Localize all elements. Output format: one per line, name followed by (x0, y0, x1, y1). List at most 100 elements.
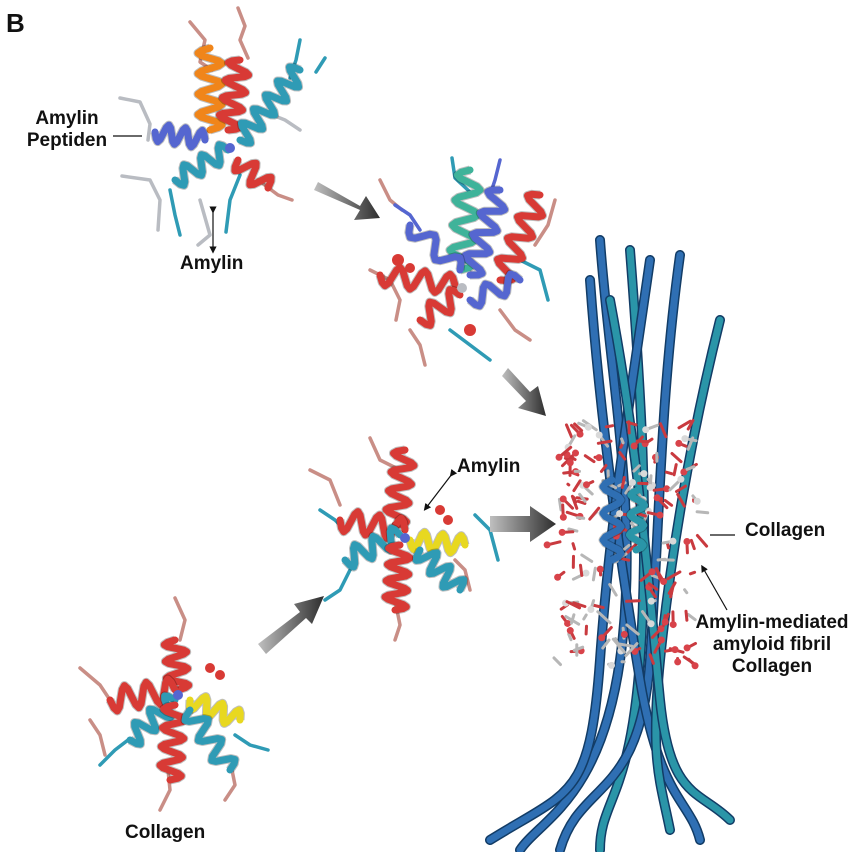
coil (173, 596, 187, 642)
bond (648, 653, 655, 665)
atom (598, 634, 606, 642)
atom (648, 568, 656, 576)
atom (405, 263, 415, 273)
atom (642, 426, 650, 434)
bond (622, 543, 631, 551)
label-amylin-top: Amylin (180, 253, 244, 274)
atom (400, 533, 410, 543)
red-helix (214, 55, 254, 135)
fibril-inner-helix (625, 485, 649, 555)
bond (617, 642, 634, 648)
atom (554, 573, 562, 581)
bond (677, 419, 692, 430)
coil (196, 198, 212, 247)
amylin-collagen-bundle-mid (308, 436, 500, 642)
bond (632, 464, 641, 473)
bond (596, 439, 613, 445)
atom (564, 619, 572, 627)
yellow-helix (405, 527, 470, 558)
bond (670, 452, 683, 464)
atom (674, 658, 682, 666)
bond (663, 498, 674, 507)
red-helix (380, 540, 415, 615)
yellow-helix (185, 692, 245, 728)
bond (583, 454, 596, 464)
bond (582, 613, 588, 621)
coil (118, 96, 152, 142)
atom (435, 505, 445, 515)
coil (323, 568, 352, 602)
atom (691, 662, 699, 670)
coil (168, 188, 182, 237)
atom (595, 454, 603, 462)
bond (667, 581, 677, 595)
atom (215, 670, 225, 680)
teal-helix (341, 523, 404, 572)
coil (368, 436, 402, 472)
bond (620, 557, 631, 562)
atom (657, 636, 665, 644)
atom (671, 646, 679, 654)
leader-fibril (701, 564, 728, 611)
bond (572, 479, 582, 493)
atom (173, 690, 183, 700)
atom (392, 254, 404, 266)
atom (543, 541, 551, 549)
label-amylin-peptiden-line2: Peptiden (26, 130, 108, 151)
coil (120, 174, 162, 232)
atom (464, 324, 476, 336)
red-helix (159, 635, 194, 695)
panel-letter: B (6, 8, 25, 38)
blue-helix (460, 185, 510, 280)
red-helix (230, 156, 276, 192)
atom (663, 485, 671, 493)
bond (572, 645, 585, 652)
bond (557, 497, 563, 512)
bond (579, 563, 584, 577)
process-arrow-1 (314, 182, 380, 220)
red-helix (416, 285, 464, 330)
bond (665, 541, 670, 550)
atom (683, 538, 691, 546)
label-fibril-line1: Amylin-mediated (695, 612, 849, 633)
atom (681, 435, 689, 443)
bond (567, 632, 573, 642)
bond (608, 583, 618, 597)
atom (555, 453, 563, 461)
bond (572, 601, 587, 608)
coil (308, 468, 342, 507)
bond (689, 538, 696, 551)
teal-helix (411, 546, 469, 594)
coil (518, 258, 550, 302)
coil (498, 308, 532, 342)
coil (223, 768, 237, 802)
blue-helix (404, 221, 466, 274)
label-fibril: Amylin-mediated amyloid fibril Collagen (686, 612, 856, 678)
bond (571, 542, 577, 551)
blue-helix (150, 120, 210, 152)
atom (657, 625, 665, 633)
amyloid-fibril-strands (485, 235, 735, 852)
bond (664, 470, 674, 476)
label-collagen-right: Collagen (745, 520, 826, 541)
atom (583, 481, 591, 489)
red-helix (381, 445, 419, 530)
coil (233, 733, 270, 752)
atom (693, 497, 701, 505)
process-arrow-4 (258, 596, 324, 654)
atom (680, 468, 688, 476)
atom (677, 475, 685, 483)
atom (576, 430, 584, 438)
bond (625, 599, 641, 603)
bond (695, 534, 709, 548)
coil (408, 328, 427, 367)
coil (533, 198, 557, 247)
bond (567, 527, 579, 533)
coil (453, 558, 472, 592)
bond (601, 638, 611, 650)
bond (575, 516, 586, 520)
bond (604, 424, 615, 429)
atom (628, 479, 636, 487)
atom (647, 620, 655, 628)
coil (98, 738, 130, 767)
